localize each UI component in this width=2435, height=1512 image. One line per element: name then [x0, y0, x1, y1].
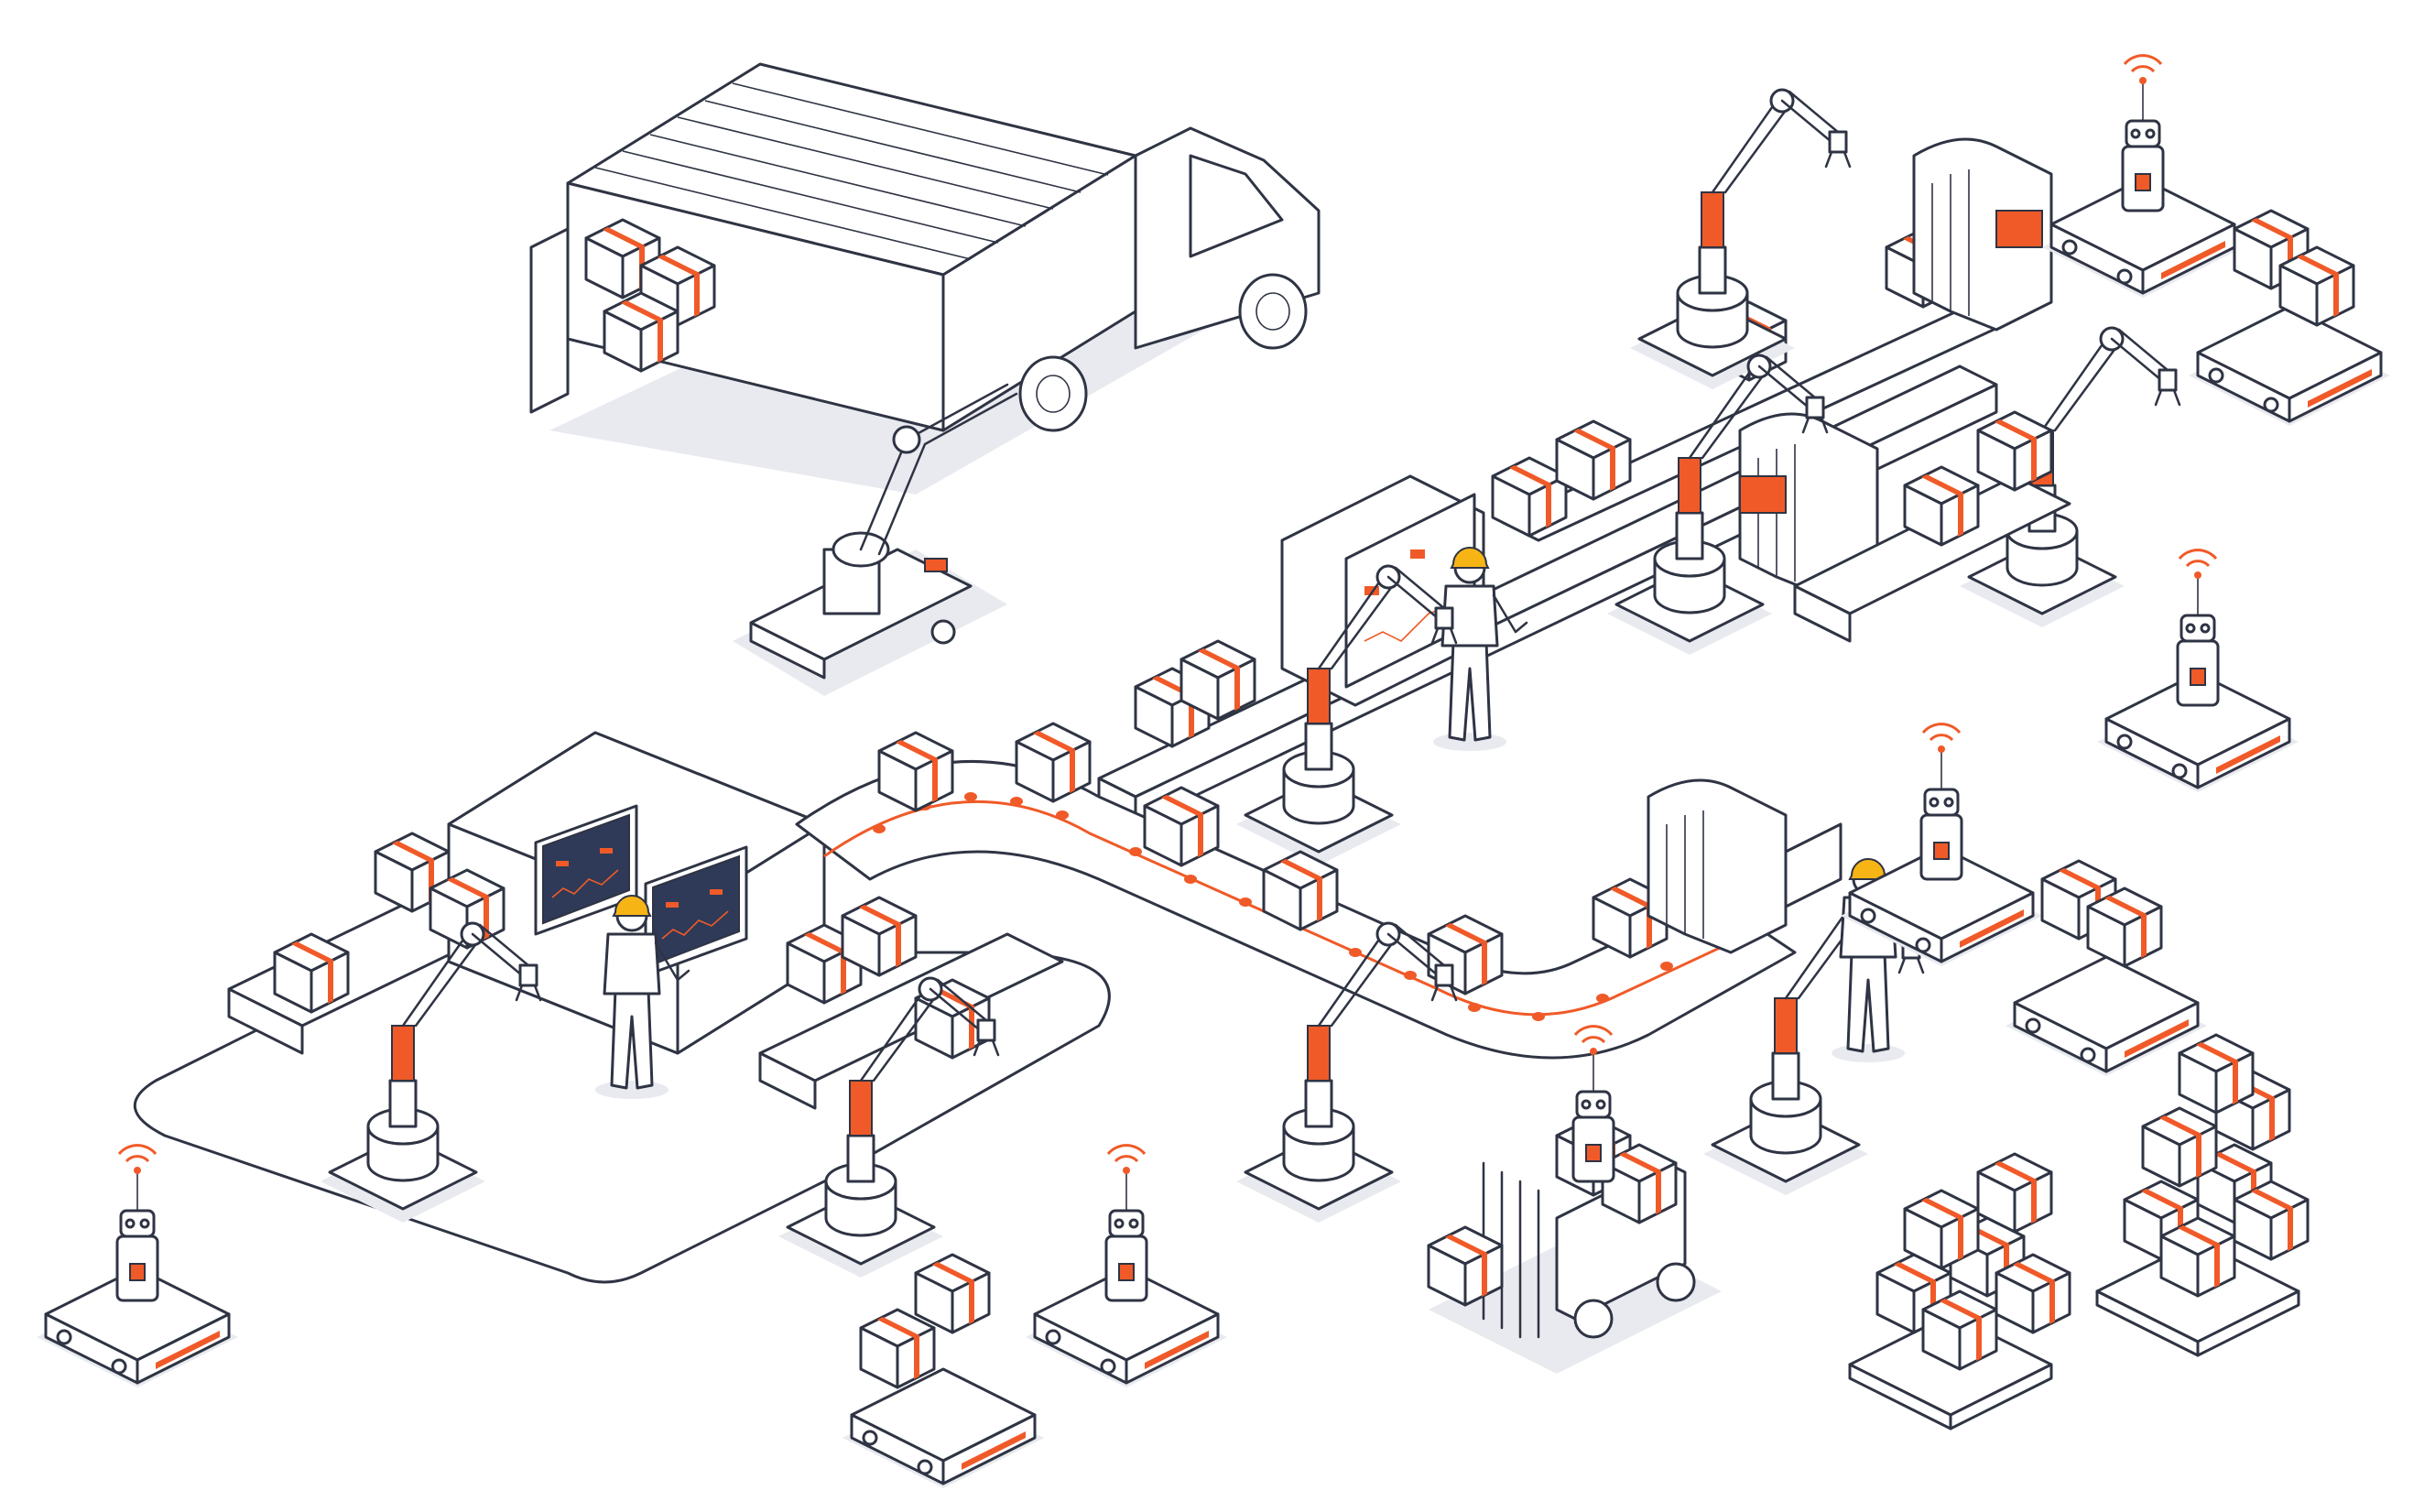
scanner-gate — [1647, 778, 1843, 954]
box — [877, 731, 954, 812]
agv-robot — [2004, 859, 2209, 1078]
agv-robot — [1024, 1144, 1229, 1389]
agv-robot — [35, 1144, 240, 1389]
box — [1491, 456, 1568, 538]
box — [1179, 639, 1256, 721]
scanner-gate — [1738, 412, 1879, 597]
agv-robot — [1839, 723, 2044, 968]
robot-arm — [1628, 88, 1852, 391]
forklift-robot — [1427, 1025, 1722, 1374]
agv-robot — [841, 1253, 1046, 1490]
agv-robot — [2040, 54, 2245, 299]
box — [273, 932, 350, 1014]
box — [1262, 850, 1339, 931]
pallet-boxes — [2095, 1033, 2310, 1357]
box — [1015, 722, 1092, 803]
box — [1555, 419, 1632, 501]
box — [841, 896, 918, 977]
pallet-boxes — [1848, 1152, 2071, 1430]
truck-loading-robot-arm — [733, 383, 1018, 696]
agv-robot — [2095, 549, 2300, 794]
delivery-truck — [529, 62, 1321, 495]
scanner-gate — [1912, 137, 2053, 332]
box — [1903, 465, 1980, 547]
box — [1143, 786, 1220, 867]
control-panel — [447, 731, 826, 1055]
box — [1976, 410, 2053, 492]
